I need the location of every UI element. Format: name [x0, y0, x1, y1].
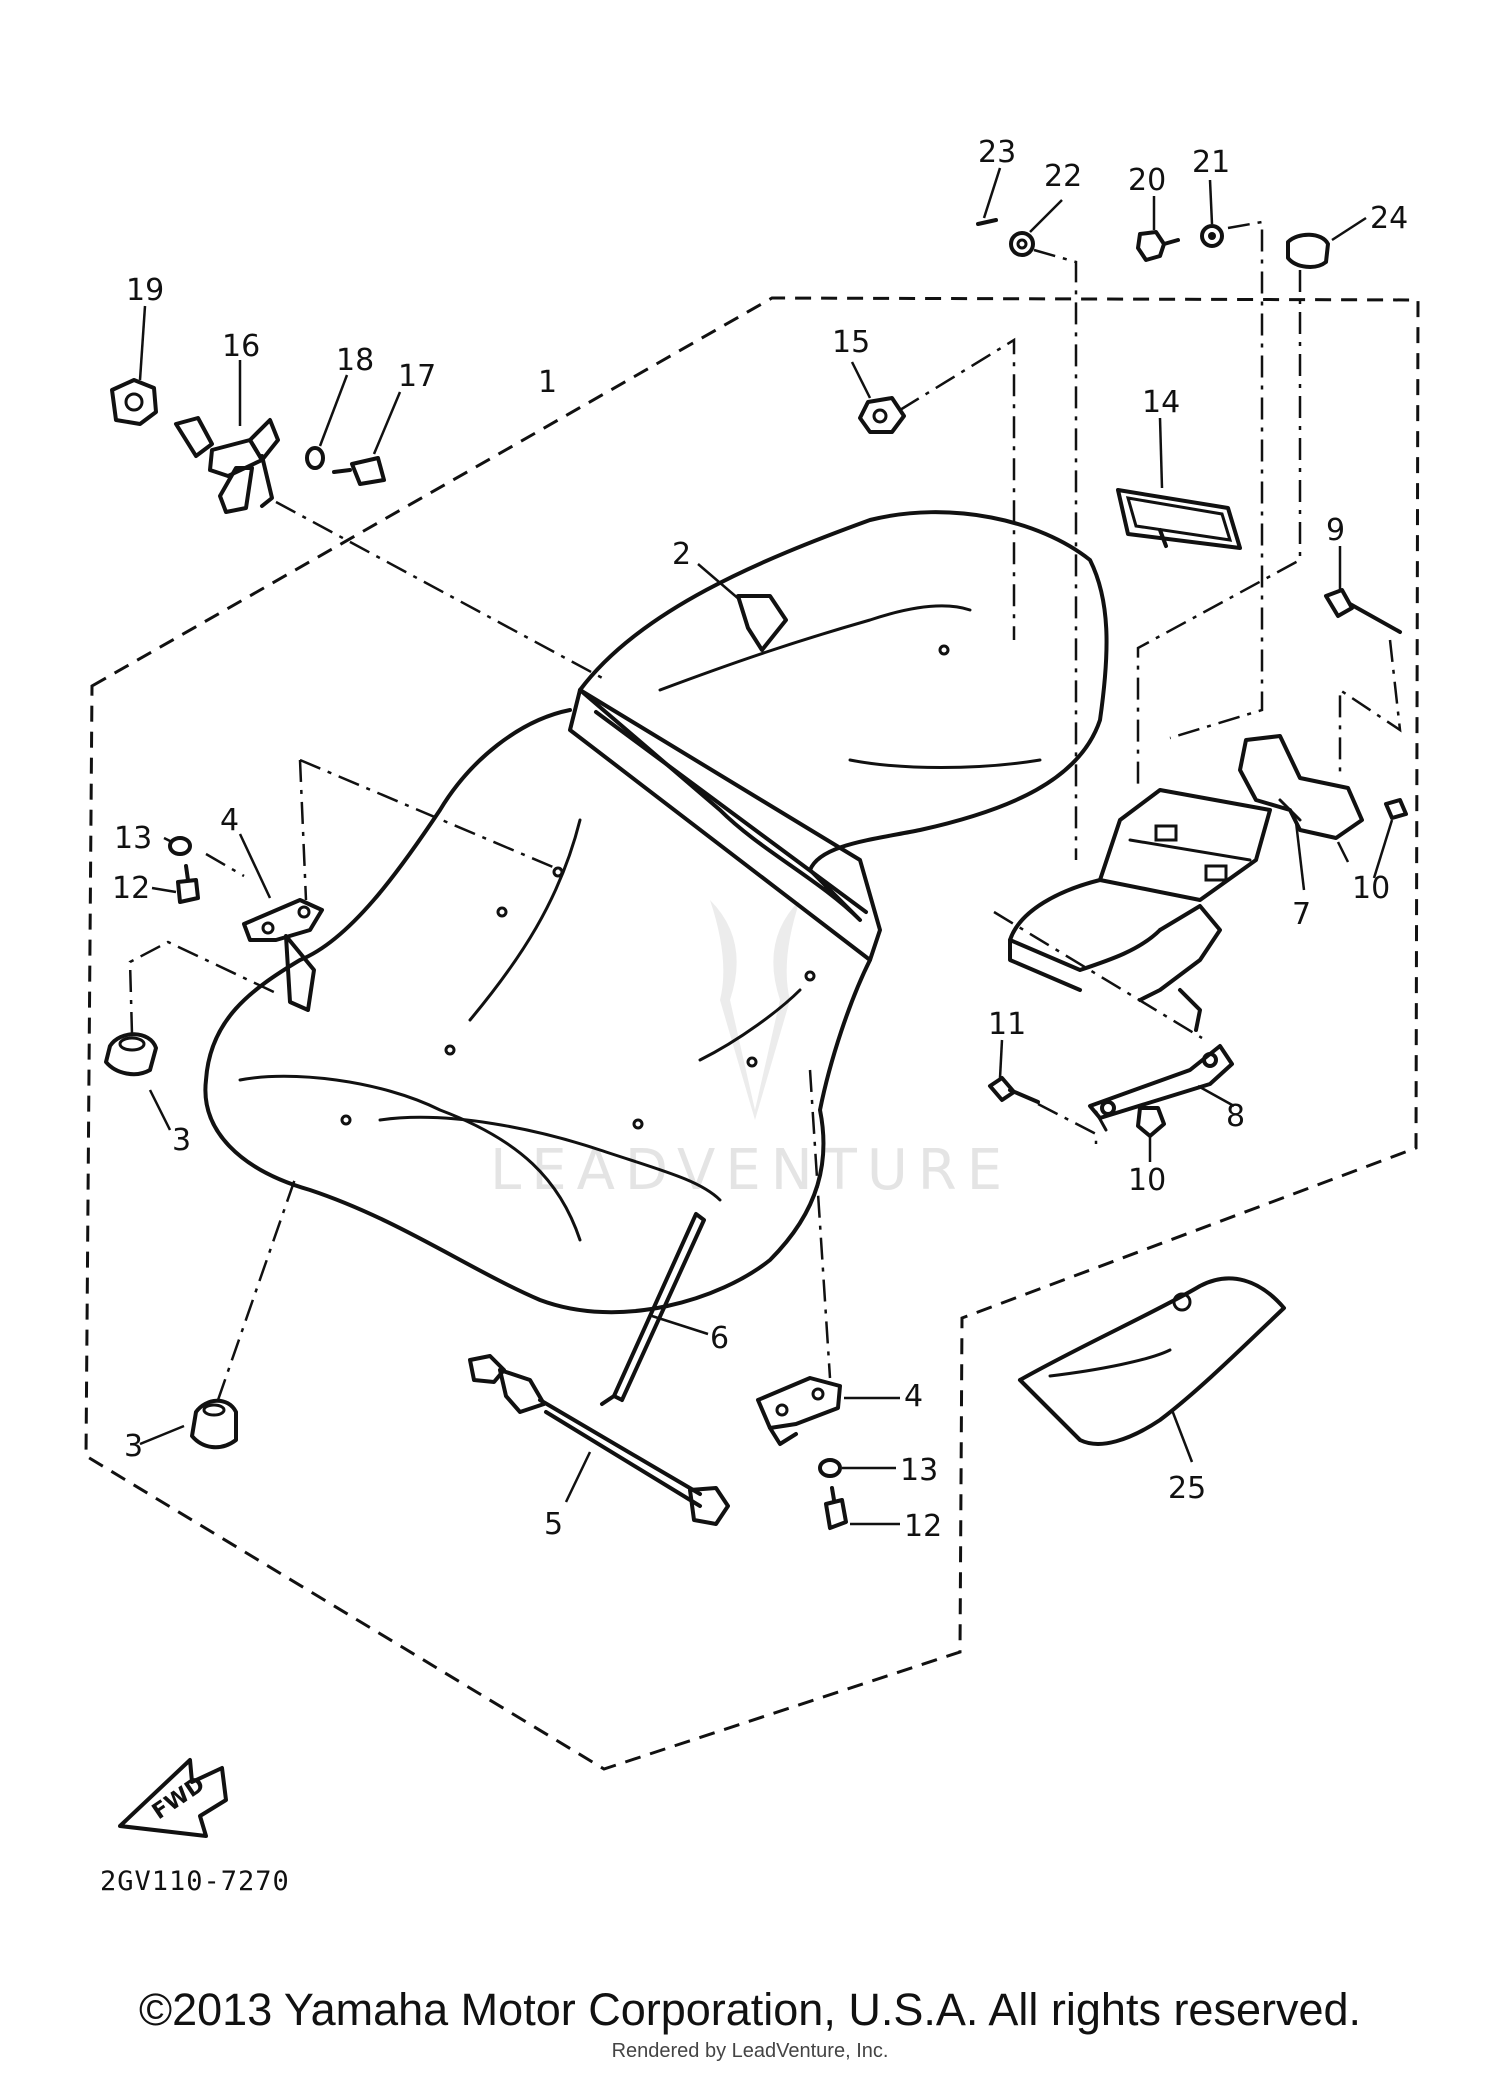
part-13-washer-upper: [168, 836, 192, 856]
rendered-by-notice: Rendered by LeadVenture, Inc.: [611, 2040, 889, 2062]
part-6-cable: [600, 1212, 706, 1406]
callout-1: 1: [538, 365, 557, 400]
part-20-bolt: [1136, 230, 1180, 262]
callout-5: 5: [544, 1507, 563, 1542]
diagram-code: 2GV110-7270: [100, 1866, 290, 1897]
callout-15: 15: [832, 325, 870, 360]
part-8-bracket: [1088, 1044, 1234, 1132]
part-23-pin: [976, 218, 998, 226]
callout-16: 16: [222, 329, 260, 364]
part-3-damper-upper: [104, 1032, 158, 1077]
callout-4-upper: 4: [220, 803, 239, 838]
callout-12-upper: 12: [112, 871, 150, 906]
part-12-bolt-lower: [824, 1486, 848, 1530]
callout-2: 2: [672, 537, 691, 572]
callout-20: 20: [1128, 163, 1166, 198]
part-10-nut-lower: [1136, 1106, 1166, 1138]
callout-25: 25: [1168, 1471, 1206, 1506]
callout-6: 6: [710, 1321, 729, 1356]
part-14-plate: [1116, 488, 1242, 550]
callout-21: 21: [1192, 145, 1230, 180]
callout-8: 8: [1226, 1099, 1245, 1134]
part-9-bolt: [1324, 588, 1402, 634]
callout-14: 14: [1142, 385, 1180, 420]
part-25-tool-bag: [1018, 1276, 1286, 1446]
callout-17: 17: [398, 359, 436, 394]
callout-23: 23: [978, 135, 1016, 170]
part-22-nut: [1009, 231, 1035, 257]
callout-12-lower: 12: [904, 1509, 942, 1544]
part-3-damper-lower: [190, 1398, 238, 1450]
part-16-lock: [174, 416, 280, 514]
callout-18: 18: [336, 343, 374, 378]
watermark-text: LEADVENTURE: [490, 1138, 1013, 1203]
part-24-cap: [1286, 232, 1330, 269]
part-18-washer: [305, 446, 325, 470]
part-13-washer-lower: [818, 1458, 842, 1478]
callout-13-upper: 13: [114, 821, 152, 856]
part-21-nut: [1200, 224, 1224, 248]
part-7-hinge-bracket: [1008, 734, 1364, 1032]
part-12-bolt-upper: [176, 864, 200, 904]
callout-13-lower: 13: [900, 1453, 938, 1488]
seat-assembly: [203, 510, 1109, 1315]
copyright-notice: ©2013 Yamaha Motor Corporation, U.S.A. A…: [138, 1984, 1362, 2035]
callout-3-upper: 3: [172, 1123, 191, 1158]
callout-11: 11: [988, 1007, 1026, 1042]
fwd-arrow: [118, 1758, 228, 1838]
callout-7: 7: [1292, 897, 1311, 932]
part-2-hook: [736, 594, 788, 652]
assembly-boundary: [84, 296, 1420, 1771]
part-11-bolt: [988, 1076, 1040, 1104]
callout-3-lower: 3: [124, 1429, 143, 1464]
part-15-nut: [858, 396, 906, 434]
part-4-bracket-upper: [242, 898, 324, 1012]
callout-9: 9: [1326, 513, 1345, 548]
leadventure-logo-watermark: [710, 900, 800, 1120]
callout-10-lower: 10: [1128, 1163, 1166, 1198]
callout-24: 24: [1370, 201, 1408, 236]
callout-10-upper: 10: [1352, 871, 1390, 906]
callout-4-lower: 4: [904, 1379, 923, 1414]
part-19-key-cylinder: [110, 378, 158, 426]
part-10-nut-upper: [1384, 798, 1408, 820]
callout-19: 19: [126, 273, 164, 308]
part-5-latch-rod: [468, 1354, 730, 1526]
callout-22: 22: [1044, 159, 1082, 194]
part-17-screw: [332, 456, 386, 486]
part-4-bracket-lower: [756, 1376, 842, 1446]
